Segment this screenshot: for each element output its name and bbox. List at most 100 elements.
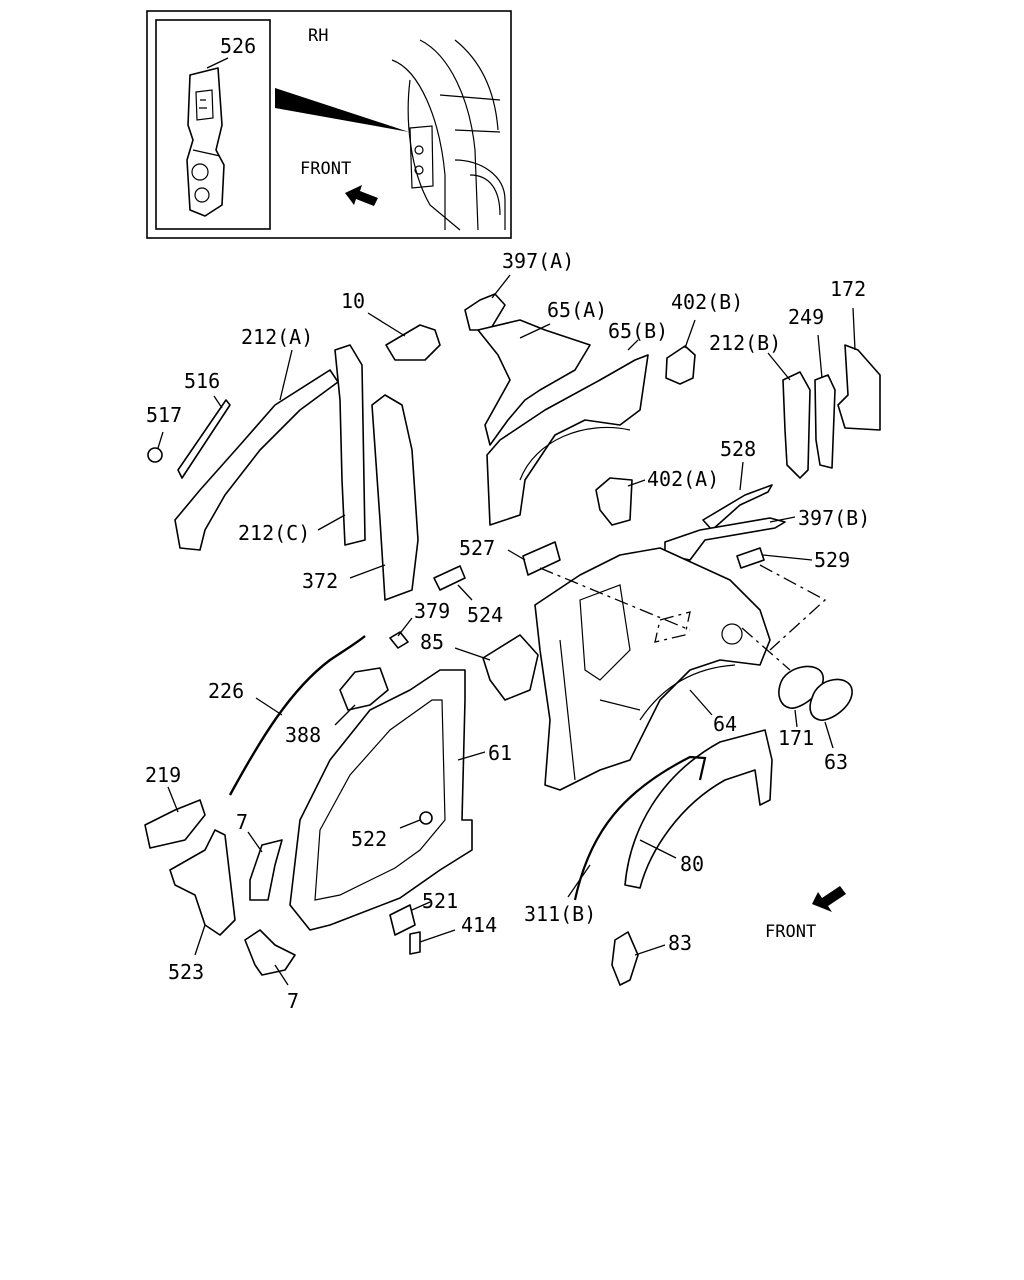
label-414: 414 bbox=[461, 913, 497, 937]
leader-311b bbox=[567, 864, 591, 898]
leader-372 bbox=[349, 564, 386, 579]
part-7-upper bbox=[249, 839, 283, 901]
part-64 bbox=[534, 547, 771, 791]
label-397b: 397(B) bbox=[798, 506, 870, 530]
part-402b bbox=[665, 345, 696, 385]
leader-523 bbox=[194, 924, 206, 956]
leader-388 bbox=[334, 704, 356, 726]
part-65b-wheel-arch bbox=[519, 426, 631, 481]
label-10: 10 bbox=[341, 289, 365, 313]
bracket-526-shape bbox=[186, 67, 225, 217]
label-527: 527 bbox=[459, 536, 495, 560]
inset-front-arrow-icon bbox=[345, 185, 378, 206]
label-521: 521 bbox=[422, 889, 458, 913]
part-212b bbox=[782, 371, 811, 479]
fuel-filler-opening bbox=[721, 623, 743, 645]
leader-212a bbox=[279, 349, 293, 401]
leader-529 bbox=[762, 554, 813, 561]
leader-172 bbox=[852, 307, 856, 351]
part-85 bbox=[482, 634, 539, 701]
leader-171 bbox=[794, 709, 798, 728]
label-64: 64 bbox=[713, 712, 737, 736]
part-7-lower bbox=[244, 929, 296, 976]
label-388: 388 bbox=[285, 723, 321, 747]
part-529 bbox=[736, 547, 765, 569]
leader-85 bbox=[454, 647, 491, 661]
label-226: 226 bbox=[208, 679, 244, 703]
part-517 bbox=[147, 447, 163, 463]
part-212a bbox=[174, 369, 339, 551]
leader-517 bbox=[157, 431, 164, 449]
label-171: 171 bbox=[778, 726, 814, 750]
part-61-door-opening bbox=[314, 699, 446, 901]
part-311b bbox=[573, 755, 707, 901]
zoom-wedge-pointer bbox=[275, 88, 409, 132]
label-85: 85 bbox=[420, 630, 444, 654]
inset-side-label: RH bbox=[308, 26, 328, 46]
label-524: 524 bbox=[467, 603, 503, 627]
label-526: 526 bbox=[220, 34, 256, 58]
part-522 bbox=[419, 811, 433, 825]
label-7-upper: 7 bbox=[236, 810, 248, 834]
leader-219 bbox=[167, 786, 179, 813]
label-63: 63 bbox=[824, 750, 848, 774]
part-172 bbox=[837, 344, 881, 431]
part-64-detail bbox=[559, 584, 736, 781]
label-523: 523 bbox=[168, 960, 204, 984]
label-212c: 212(C) bbox=[238, 521, 310, 545]
part-397b bbox=[664, 517, 786, 561]
inset-front-label: FRONT bbox=[300, 159, 351, 179]
part-249 bbox=[814, 374, 836, 469]
label-212b: 212(B) bbox=[709, 331, 781, 355]
bracket-526-detail bbox=[191, 89, 221, 203]
leader-516 bbox=[213, 395, 223, 409]
part-61 bbox=[289, 669, 473, 931]
label-517: 517 bbox=[146, 403, 182, 427]
part-379 bbox=[389, 631, 409, 649]
leader-522 bbox=[399, 819, 421, 829]
label-80: 80 bbox=[680, 852, 704, 876]
leader-212c bbox=[317, 514, 346, 531]
leader-528 bbox=[739, 461, 744, 491]
label-7-lower: 7 bbox=[287, 989, 299, 1013]
inset-detail-frame bbox=[155, 19, 271, 230]
part-524 bbox=[433, 565, 466, 591]
leader-80 bbox=[639, 839, 677, 859]
label-61: 61 bbox=[488, 741, 512, 765]
label-83: 83 bbox=[668, 931, 692, 955]
part-number-labels: 397(A) 10 65(A) 402(B) 172 212(A) 65(B) … bbox=[145, 249, 870, 1013]
leader-402a bbox=[627, 479, 646, 487]
leader-527 bbox=[507, 549, 526, 561]
leader-414 bbox=[419, 929, 456, 943]
part-397a bbox=[464, 293, 506, 331]
part-226 bbox=[228, 635, 366, 796]
label-212a: 212(A) bbox=[241, 325, 313, 349]
part-65b bbox=[486, 354, 649, 526]
label-65a: 65(A) bbox=[547, 298, 607, 322]
leader-226 bbox=[255, 697, 283, 716]
leader-65b bbox=[627, 339, 639, 351]
leader-7-upper bbox=[247, 831, 263, 853]
part-83 bbox=[611, 931, 639, 986]
part-402a bbox=[595, 477, 633, 526]
leader-524 bbox=[457, 584, 473, 601]
detail-inset: 526 RH FRONT bbox=[146, 10, 512, 239]
label-379: 379 bbox=[414, 599, 450, 623]
label-249: 249 bbox=[788, 305, 824, 329]
leader-397b bbox=[769, 516, 796, 523]
leader-83 bbox=[634, 944, 666, 956]
label-402a: 402(A) bbox=[647, 467, 719, 491]
label-372: 372 bbox=[302, 569, 338, 593]
leader-65a bbox=[519, 323, 551, 339]
label-172: 172 bbox=[830, 277, 866, 301]
part-219 bbox=[144, 799, 206, 849]
leader-7-lower bbox=[274, 964, 289, 986]
label-402b: 402(B) bbox=[671, 290, 743, 314]
leader-10 bbox=[367, 312, 406, 337]
part-372 bbox=[371, 394, 419, 601]
leader-526 bbox=[206, 57, 229, 69]
label-516: 516 bbox=[184, 369, 220, 393]
vehicle-mount-area bbox=[409, 125, 434, 189]
label-311b: 311(B) bbox=[524, 902, 596, 926]
